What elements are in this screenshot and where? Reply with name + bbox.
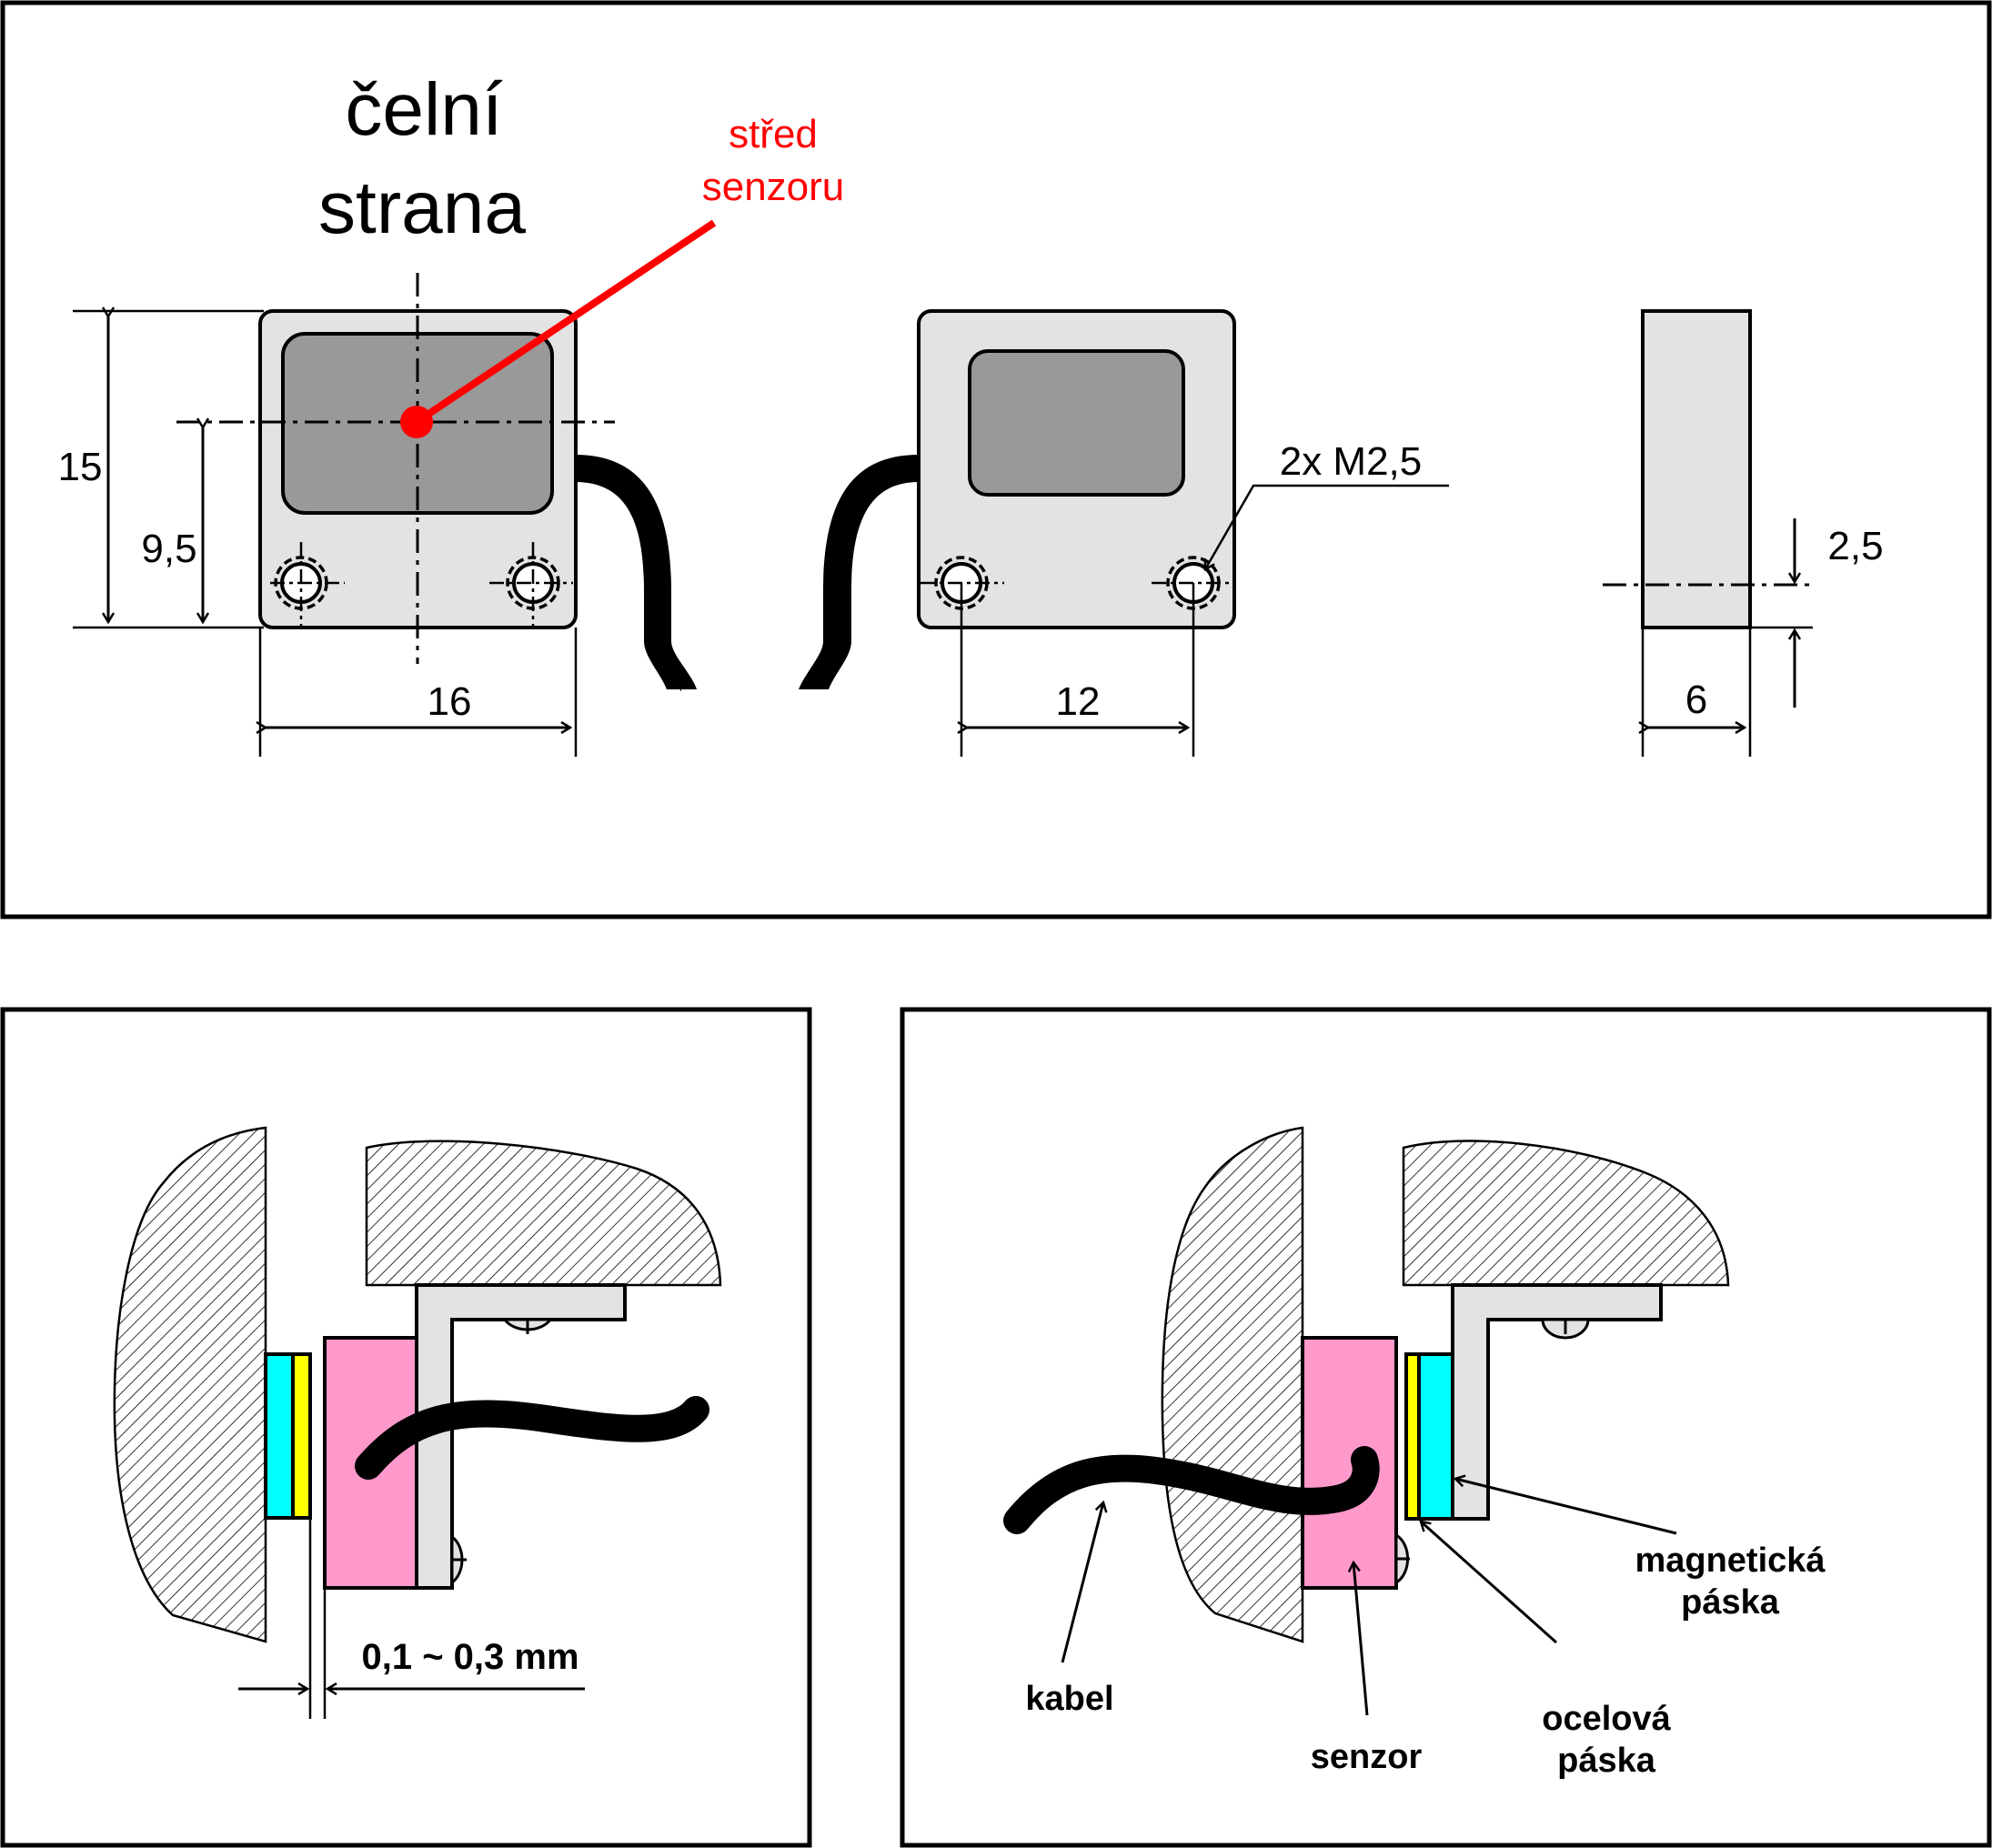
magnetic-tape-label-line1: magnetická [1635, 1542, 1826, 1580]
dim-width-label: 16 [428, 679, 472, 724]
label-leaders [1061, 1479, 1677, 1716]
steel-tape [291, 1352, 312, 1520]
center-label-line2: senzoru [702, 165, 845, 209]
fixed-part-hatched [365, 1140, 722, 1287]
back-face [968, 349, 1185, 497]
sensor-cable [355, 1396, 709, 1480]
sensor-cable [1003, 1446, 1380, 1534]
cable-label: kabel [1025, 1680, 1113, 1718]
screw-bottom [450, 1534, 467, 1585]
side-dimensions [1643, 518, 1813, 757]
front-hole-left [270, 542, 345, 628]
top-panel: čelní strana střed senzoru [0, 0, 1992, 919]
steel-tape-label-line1: ocelová [1542, 1700, 1671, 1738]
steel-tape-label-line2: páska [1557, 1742, 1656, 1780]
sensor-leader [1353, 1562, 1369, 1716]
magnetic-tape-leader [1455, 1479, 1677, 1535]
side-body [1641, 309, 1752, 629]
front-dimensions [73, 311, 578, 757]
title-line2: strana [318, 166, 526, 249]
moving-part-hatched [113, 1126, 267, 1643]
front-view-sensor [176, 219, 717, 692]
fixed-part-hatched [1161, 1126, 1304, 1643]
front-cable [575, 455, 697, 689]
magnetic-tape [1417, 1352, 1454, 1521]
sensor-center-dot [400, 406, 433, 438]
moving-part-hatched [1402, 1140, 1730, 1287]
dim-hole-spacing-label: 12 [1056, 679, 1101, 724]
steel-tape-leader [1421, 1522, 1557, 1644]
hole-label: 2x M2,5 [1280, 439, 1423, 484]
dim-height-label: 15 [58, 445, 103, 489]
bottom-right-panel: kabel senzor ocelová páska magnetická pá… [900, 1007, 1992, 1848]
magnetic-tape-label-line2: páska [1681, 1583, 1780, 1622]
cable-leader [1061, 1502, 1103, 1663]
gap-label: 0,1 ~ 0,3 mm [361, 1637, 578, 1677]
sensor [1301, 1336, 1398, 1590]
center-label-line1: střed [729, 112, 818, 156]
magnetic-tape [264, 1352, 295, 1520]
front-hole-right [489, 542, 573, 628]
back-view-sensor [799, 309, 1449, 689]
bottom-left-panel: 0,1 ~ 0,3 mm [0, 1007, 812, 1848]
back-cable [799, 455, 919, 689]
dim-hole-offset-label: 2,5 [1827, 524, 1883, 568]
screw-top [502, 1318, 553, 1334]
steel-tape [1404, 1352, 1421, 1521]
hole-leader-line [1205, 484, 1449, 569]
center-leader-line [414, 219, 717, 426]
sensor-label: senzor [1311, 1738, 1423, 1776]
back-dimensions [961, 583, 1195, 757]
screw-sensor [1394, 1532, 1410, 1585]
gap-dimension [238, 1518, 585, 1719]
screw-top [1541, 1318, 1590, 1340]
dim-center-height-label: 9,5 [141, 527, 196, 571]
title-line1: čelní [345, 68, 502, 151]
dim-thickness-label: 6 [1685, 678, 1707, 722]
side-view-sensor [1603, 309, 1810, 629]
